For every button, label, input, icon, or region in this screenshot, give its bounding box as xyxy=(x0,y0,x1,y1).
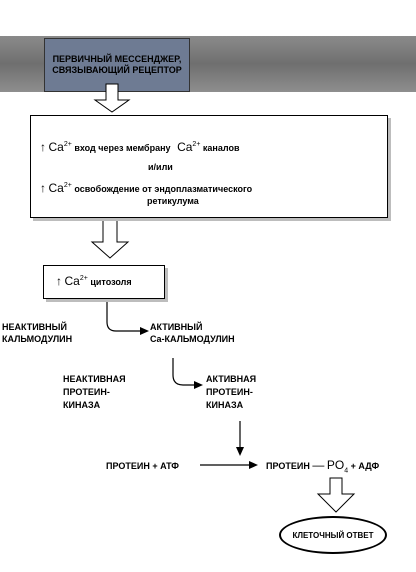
hollow-arrow-1 xyxy=(93,83,131,113)
cytosol-calcium-line: ↑ Ca2+ цитозоля xyxy=(56,274,132,288)
up-arrow-icon: ↑ xyxy=(40,140,46,154)
calmodulin-arrow xyxy=(106,300,142,332)
entry-text: вход через мембрану xyxy=(74,143,171,153)
up-arrow-icon: ↑ xyxy=(56,274,62,288)
cytosol-calcium-box xyxy=(43,265,165,299)
calcium-symbol: Ca2+ xyxy=(48,140,72,154)
kinase-down-arrowhead xyxy=(236,447,244,456)
calcium-entry-box xyxy=(30,115,388,218)
up-arrow-icon: ↑ xyxy=(40,181,46,195)
kinase-arrow xyxy=(172,358,196,386)
receptor-box: ПЕРВИЧНЫЙ МЕССЕНДЖЕР, СВЯЗЫВАЮЩИЙ РЕЦЕПТ… xyxy=(44,38,190,92)
hollow-arrow-2 xyxy=(90,219,130,259)
bond-dash: — xyxy=(312,458,325,472)
calcium-symbol: Ca2+ xyxy=(177,140,201,154)
kinase-arrowhead xyxy=(194,381,203,389)
reticulum-text: ретикулума xyxy=(147,196,199,206)
calcium-symbol: Ca2+ xyxy=(48,181,72,195)
reaction-substrates: ПРОТЕИН + АТФ xyxy=(106,461,179,471)
calcium-symbol: Ca2+ xyxy=(64,274,88,288)
reaction-arrowhead xyxy=(249,461,258,469)
protein-text: ПРОТЕИН xyxy=(266,461,310,471)
hollow-arrow-3 xyxy=(316,477,356,513)
adp-text: + АДФ xyxy=(350,461,380,471)
reaction-products: ПРОТЕИН — PO4 + АДФ xyxy=(266,458,379,474)
cell-response-ellipse: КЛЕТОЧНЫЙ ОТВЕТ xyxy=(279,516,387,554)
calmodulin-arrowhead xyxy=(140,327,149,335)
phosphate-group: PO4 xyxy=(326,458,349,475)
release-text: освобождение от эндоплазматического xyxy=(74,184,253,194)
and-or-text: и/или xyxy=(148,162,173,172)
calcium-entry-line: ↑ Ca2+ вход через мембрану Ca2+ каналов xyxy=(40,140,240,154)
receptor-label: ПЕРВИЧНЫЙ МЕССЕНДЖЕР, СВЯЗЫВАЮЩИЙ РЕЦЕПТ… xyxy=(52,54,182,75)
calcium-release-line: ↑ Ca2+ освобождение от эндоплазматическо… xyxy=(40,181,252,195)
channels-text: каналов xyxy=(202,143,240,153)
cytosol-text: цитозоля xyxy=(90,277,132,287)
cell-response-label: КЛЕТОЧНЫЙ ОТВЕТ xyxy=(292,530,374,540)
